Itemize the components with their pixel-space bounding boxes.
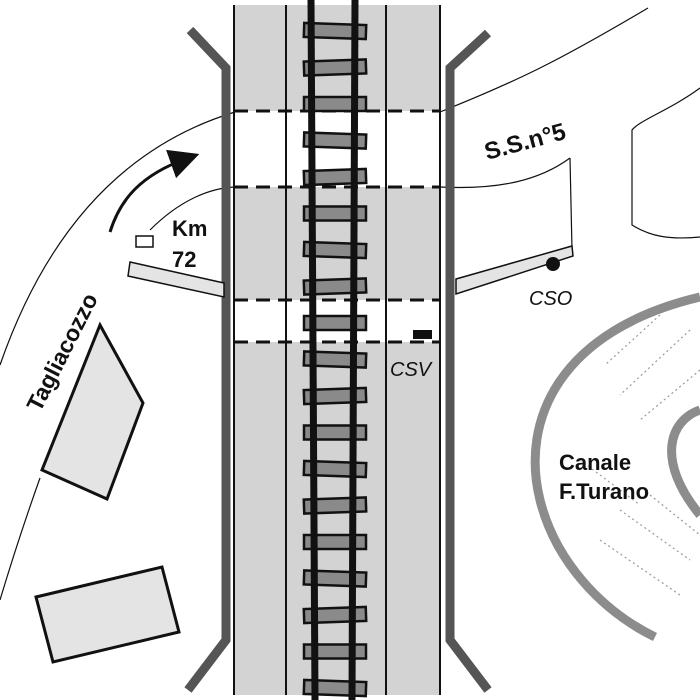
building-outline-northeast: [631, 87, 700, 239]
railway-sleeper: [302, 21, 368, 41]
label-canal-name: F.Turano: [559, 479, 649, 504]
km-marker-icon: [135, 235, 154, 248]
parapet-east: [445, 29, 492, 693]
label-canal: Canale: [559, 450, 631, 475]
road-east-north-edge: [439, 7, 649, 113]
parapet-west: [184, 26, 231, 693]
road-outlines: [0, 7, 700, 601]
road-strip-west: [127, 261, 225, 298]
railway-corridor: [233, 0, 441, 700]
road-east-south-edge: [439, 157, 571, 189]
canal-bank-inner: [667, 405, 700, 518]
csv-sensor-icon: [413, 330, 432, 339]
road-north-edge: [0, 111, 236, 366]
canal: [530, 292, 700, 642]
label-km: Km: [172, 216, 207, 241]
railway-sleeper: [302, 95, 368, 113]
road-strip-east: [455, 245, 574, 296]
embankment-line-west: [0, 477, 41, 601]
railway-sleeper: [302, 167, 368, 187]
railway-sleeper: [302, 205, 368, 222]
rail-right: [348, 0, 359, 700]
cso-sensor-dot-icon: [546, 257, 560, 271]
crossing-dashed-lines: [234, 109, 440, 344]
label-km-value: 72: [172, 247, 196, 272]
parapets: [184, 26, 492, 693]
canal-water-hatching: [579, 314, 700, 596]
road-east-branch: [569, 157, 573, 251]
rail-band-west: [234, 5, 286, 695]
label-road: S.S.n°5: [482, 118, 569, 166]
building-2: [34, 565, 181, 664]
arrow-right-icon: [108, 149, 200, 233]
railway-sleeper: [302, 131, 368, 150]
rail-left: [307, 0, 319, 700]
railway-sleeper: [302, 58, 368, 77]
rail-band-east: [386, 5, 440, 695]
label-csv: CSV: [390, 359, 433, 381]
label-cso: CSO: [529, 288, 572, 310]
building-1: [40, 321, 145, 502]
canal-bank-outer: [530, 292, 700, 642]
